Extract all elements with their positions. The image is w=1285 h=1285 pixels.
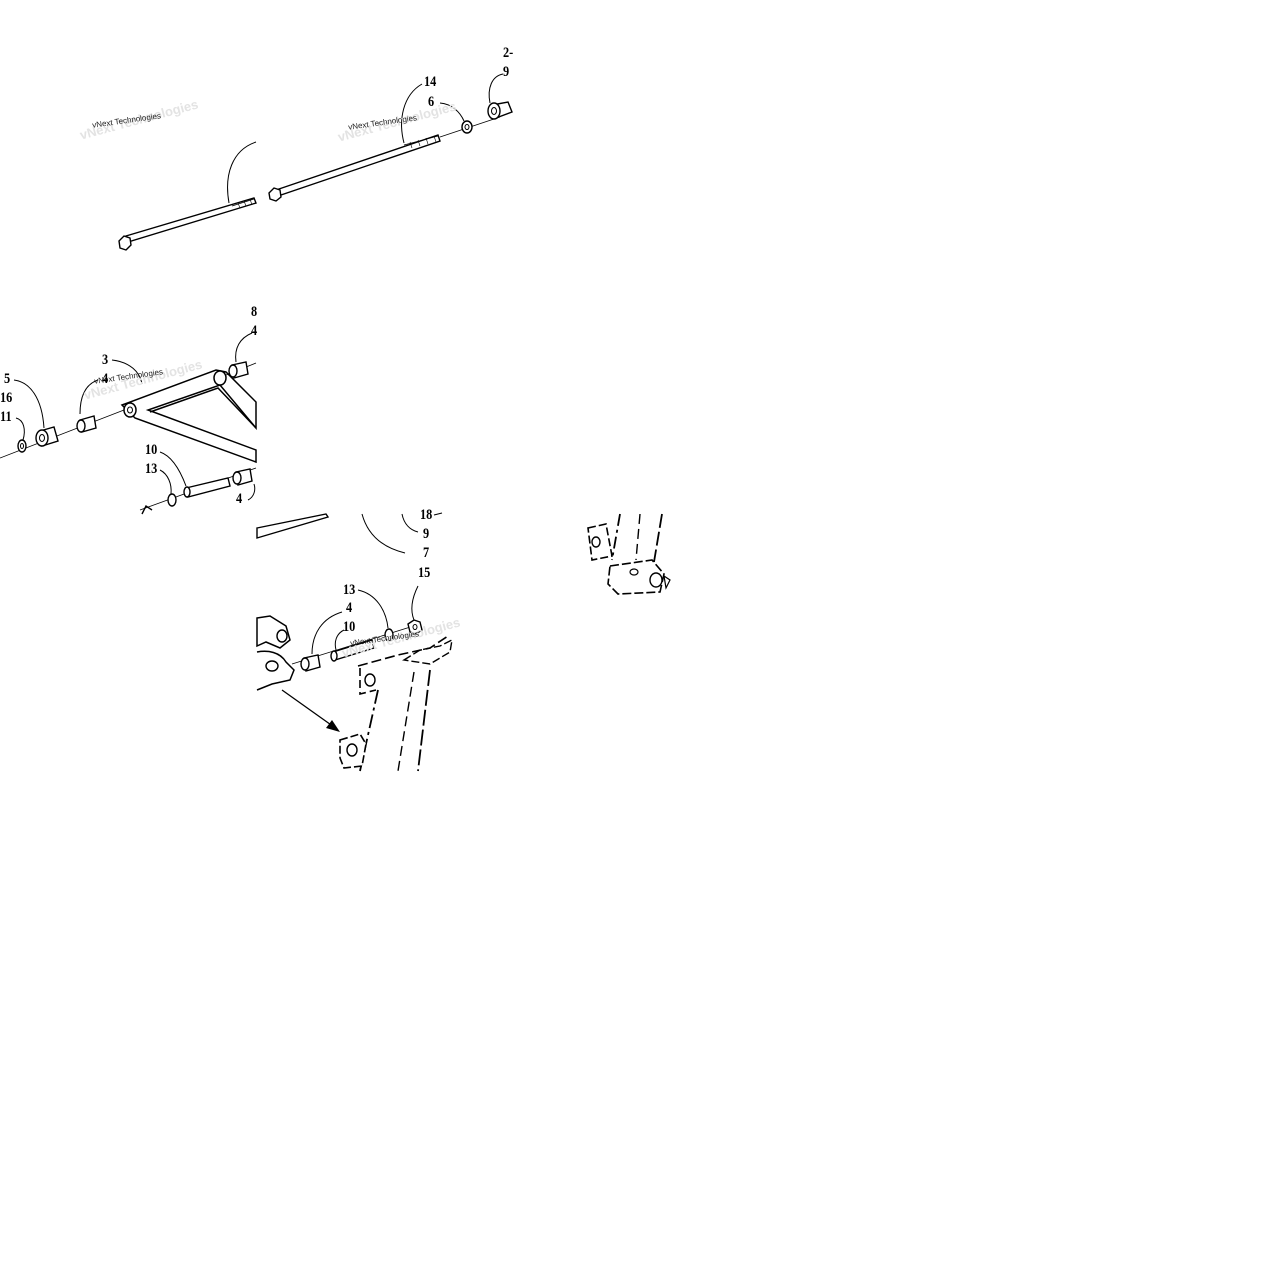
leader-line	[247, 483, 256, 501]
callout-4: 4	[236, 491, 243, 507]
leader-line	[79, 379, 99, 415]
nut-15	[407, 619, 423, 635]
leader-line	[401, 513, 419, 533]
leader-line	[411, 585, 419, 621]
leader-line	[15, 417, 25, 441]
leader-line	[357, 589, 389, 629]
long-bolt-right	[268, 134, 441, 202]
sleeve-10	[183, 477, 231, 498]
a-arm	[120, 369, 257, 464]
callout-4: 4	[251, 323, 258, 339]
callout-2: 2-	[503, 45, 514, 61]
callout-16: 16	[0, 390, 13, 406]
washer-11	[17, 439, 27, 453]
callout-18: 18	[420, 507, 433, 523]
leader-line	[159, 469, 172, 495]
callout-3: 3	[102, 352, 109, 368]
callout-7: 7	[423, 545, 430, 561]
callout-9: 9	[423, 526, 430, 542]
bushing-4-lower	[232, 468, 253, 486]
callout-13: 13	[343, 582, 356, 598]
leader-line	[401, 83, 423, 144]
leader-line	[488, 73, 504, 104]
bushing-9	[487, 101, 513, 120]
bushing-4-upper	[228, 361, 249, 379]
leader-line	[13, 379, 45, 429]
bushing-4	[76, 415, 97, 433]
arrow	[281, 689, 340, 732]
rod-fragment	[256, 513, 330, 539]
leader-line	[227, 141, 257, 204]
washer-6	[461, 120, 473, 134]
callout-6: 6	[428, 94, 435, 110]
leader-line	[159, 451, 187, 487]
callout-4: 4	[102, 371, 109, 387]
callout-15: 15	[418, 565, 431, 581]
leader-line	[235, 332, 253, 363]
leader-line	[334, 629, 345, 651]
leader-line	[361, 513, 406, 554]
callout-10: 10	[145, 442, 158, 458]
callout-4: 4	[346, 600, 353, 616]
callout-8: 8	[251, 304, 258, 320]
callout-9: 9	[503, 64, 510, 80]
leader-line	[439, 102, 465, 122]
callout-13: 13	[145, 461, 158, 477]
bushing-5	[35, 426, 59, 447]
frame-bracket-lower	[339, 733, 367, 769]
shock-mount	[607, 559, 671, 595]
leader-line	[311, 611, 343, 655]
sleeve-10-bottom	[330, 639, 375, 662]
washer-13	[167, 493, 177, 507]
leader-line	[111, 359, 143, 385]
callout-14: 14	[424, 74, 437, 90]
callout-11: 11	[0, 409, 12, 425]
mounting-bracket	[256, 615, 295, 691]
bushing-4-bottom	[300, 654, 321, 672]
long-bolt-left	[118, 197, 257, 251]
callout-10: 10	[343, 619, 356, 635]
callout-5: 5	[4, 371, 11, 387]
washer-13-bottom	[384, 628, 394, 642]
frame-tube-right	[587, 513, 663, 563]
